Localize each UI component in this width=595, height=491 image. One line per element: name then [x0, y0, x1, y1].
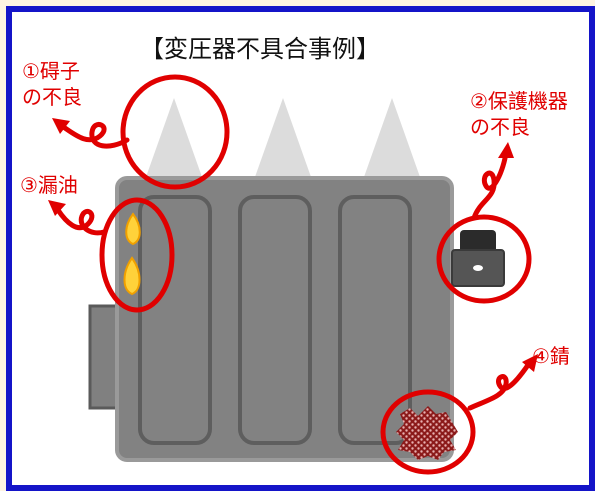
- circle-insulator: [120, 74, 230, 190]
- arrowhead-oil-leak: [48, 200, 66, 216]
- callout-protection-line1: ②保護機器: [470, 89, 568, 113]
- diagram-title: 【変圧器不具合事例】: [140, 35, 380, 63]
- circle-oil-leak: [99, 197, 175, 313]
- protection-device: [451, 230, 505, 287]
- bushing-1: [146, 98, 202, 177]
- arrowhead-insulator: [52, 118, 70, 134]
- callout-circles: [99, 74, 532, 475]
- callout-oil-leak: ③漏油: [20, 172, 78, 198]
- bushings: [146, 98, 420, 177]
- callout-insulator-line1: ①碍子: [22, 59, 80, 83]
- arrow-protection: [471, 149, 509, 221]
- callout-protection-line2: の不良: [470, 115, 530, 139]
- flame-1: [125, 212, 141, 246]
- callout-insulator-line2: の不良: [22, 85, 82, 109]
- callout-rust-line1: ④錆: [532, 344, 570, 368]
- fin-1: [138, 195, 212, 445]
- bushing-3: [364, 98, 420, 177]
- arrow-oil-leak: [55, 207, 107, 236]
- arrow-rust: [467, 359, 533, 411]
- arrowhead-protection: [498, 142, 514, 158]
- callout-rust: ④錆: [532, 343, 570, 369]
- fin-3: [338, 195, 412, 445]
- oil-leak-flames: [123, 212, 141, 296]
- flame-2: [123, 256, 141, 296]
- callout-protection: ②保護機器 の不良: [470, 88, 568, 140]
- circle-protection: [436, 214, 532, 304]
- arrowhead-rust: [522, 354, 538, 372]
- fin-2: [238, 195, 312, 445]
- radiator-fins: [138, 195, 412, 445]
- callout-arrows: [48, 118, 538, 411]
- circle-rust: [380, 389, 476, 475]
- arrow-insulator: [59, 122, 130, 149]
- callout-insulator: ①碍子 の不良: [22, 58, 82, 110]
- rust-patch: [396, 406, 458, 460]
- transformer-tank: [115, 176, 454, 462]
- bushing-2: [255, 98, 311, 177]
- callout-oil-leak-line1: ③漏油: [20, 173, 78, 197]
